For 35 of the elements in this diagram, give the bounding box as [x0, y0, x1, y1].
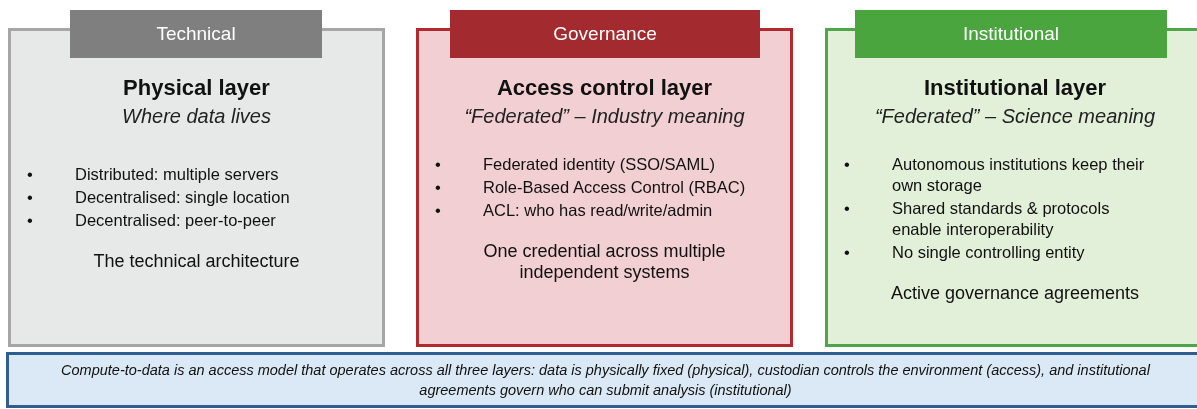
- bullet-marker: •: [27, 187, 34, 208]
- bullet-text: Decentralised: single location: [75, 187, 290, 208]
- bullet-text: Role-Based Access Control (RBAC): [483, 177, 746, 198]
- bullet-marker: •: [27, 164, 34, 185]
- layer-heading: Institutional layer: [923, 75, 1107, 101]
- layer-subtitle: Where data lives: [122, 105, 271, 128]
- bullet-marker: •: [844, 242, 851, 263]
- layer-panel: [825, 28, 1197, 347]
- bullet-text: Federated identity (SSO/SAML): [483, 154, 715, 175]
- bullet-marker: •: [435, 200, 442, 221]
- bullet-marker: •: [435, 154, 442, 175]
- layer-panel: [416, 28, 793, 347]
- bullet-text: Distributed: multiple servers: [75, 164, 279, 185]
- category-tab: Governance: [450, 10, 760, 58]
- bullet-text: Decentralised: peer-to-peer: [75, 210, 276, 231]
- bullet-marker: •: [435, 177, 442, 198]
- bullet-text: No single controlling entity: [892, 242, 1085, 263]
- category-tab: Institutional: [855, 10, 1167, 58]
- layer-heading: Access control layer: [496, 75, 713, 101]
- bullet-text: Autonomous institutions keep their own storage: [892, 154, 1146, 196]
- note-box: [6, 352, 1197, 408]
- layer-subtitle: “Federated” – Industry meaning: [464, 105, 745, 128]
- summary-text: The technical architecture: [93, 251, 300, 272]
- layer-panel: [8, 28, 385, 347]
- bullet-text: Shared standards & protocols enable interoperability: [892, 198, 1111, 240]
- bullet-marker: •: [844, 198, 851, 219]
- layer-subtitle: “Federated” – Science meaning: [874, 105, 1156, 128]
- summary-text: Active governance agreements: [890, 283, 1140, 304]
- bullet-marker: •: [27, 210, 34, 231]
- layer-heading: Physical layer: [123, 75, 270, 101]
- summary-text: One credential across multiple independent systems: [482, 241, 727, 283]
- bullet-marker: •: [844, 154, 851, 175]
- category-tab: Technical: [70, 10, 322, 58]
- note-text: Compute-to-data is an access model that operates across all three layers: data is physically fixed (physical), custodian controls the environment (access), and institutional agreements govern who can submit analysis (institutional): [60, 361, 1152, 400]
- bullet-text: ACL: who has read/write/admin: [483, 200, 713, 221]
